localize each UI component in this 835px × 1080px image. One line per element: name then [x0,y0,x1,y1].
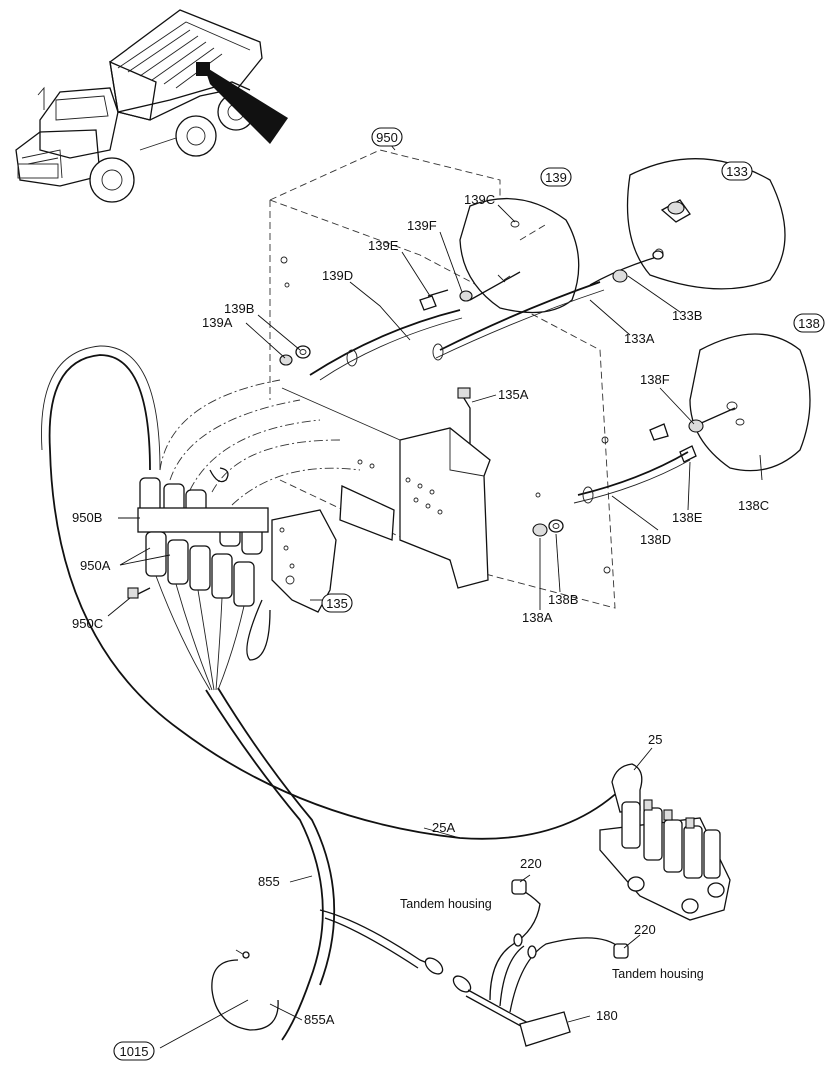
callout-139: 139 [540,167,572,187]
svg-text:950: 950 [376,130,398,145]
mirror-133 [626,158,786,290]
label-139C: 139C [464,192,495,207]
mounting-bracket [281,387,491,589]
leader-lines [107,204,763,1049]
svg-text:133: 133 [726,164,748,179]
callout-133: 133 [721,161,753,181]
label-138A: 138A [522,610,553,625]
label-855: 855 [258,874,280,889]
label-950C: 950C [72,616,103,631]
callout-950: 950 [371,127,403,147]
dump-truck-illustration [15,9,288,203]
label-135A: 135A [498,387,529,402]
mirror-139 [459,197,580,314]
label-855A: 855A [304,1012,335,1027]
callout-1015: 1015 [113,1041,155,1061]
label-25A: 25A [432,820,455,835]
label-138E: 138E [672,510,703,525]
label-139D: 139D [322,268,353,283]
svg-text:1015: 1015 [120,1044,149,1059]
label-25: 25 [648,732,662,747]
label-tandem-housing-2: Tandem housing [612,967,704,981]
label-tandem-housing-1: Tandem housing [400,897,492,911]
svg-text:138: 138 [798,316,820,331]
label-138F: 138F [640,372,670,387]
callout-138: 138 [793,313,825,333]
label-220-b: 220 [634,922,656,937]
label-139F: 139F [407,218,437,233]
label-138D: 138D [640,532,671,547]
label-139A: 139A [202,315,233,330]
label-220-a: 220 [520,856,542,871]
connector-block-950 [127,379,361,691]
label-138B: 138B [548,592,578,607]
label-133B: 133B [672,308,702,323]
wire-harnesses [41,345,629,1047]
mirror-stems [279,250,736,537]
label-133A: 133A [624,331,655,346]
label-950A: 950A [80,558,111,573]
label-139E: 139E [368,238,399,253]
mirror-138 [689,333,811,472]
svg-text:135: 135 [326,596,348,611]
label-950B: 950B [72,510,102,525]
label-139B: 139B [224,301,254,316]
callout-135: 135 [321,593,353,613]
svg-text:139: 139 [545,170,567,185]
label-180: 180 [596,1008,618,1023]
valve-assembly-25 [599,763,731,921]
label-138C: 138C [738,498,769,513]
